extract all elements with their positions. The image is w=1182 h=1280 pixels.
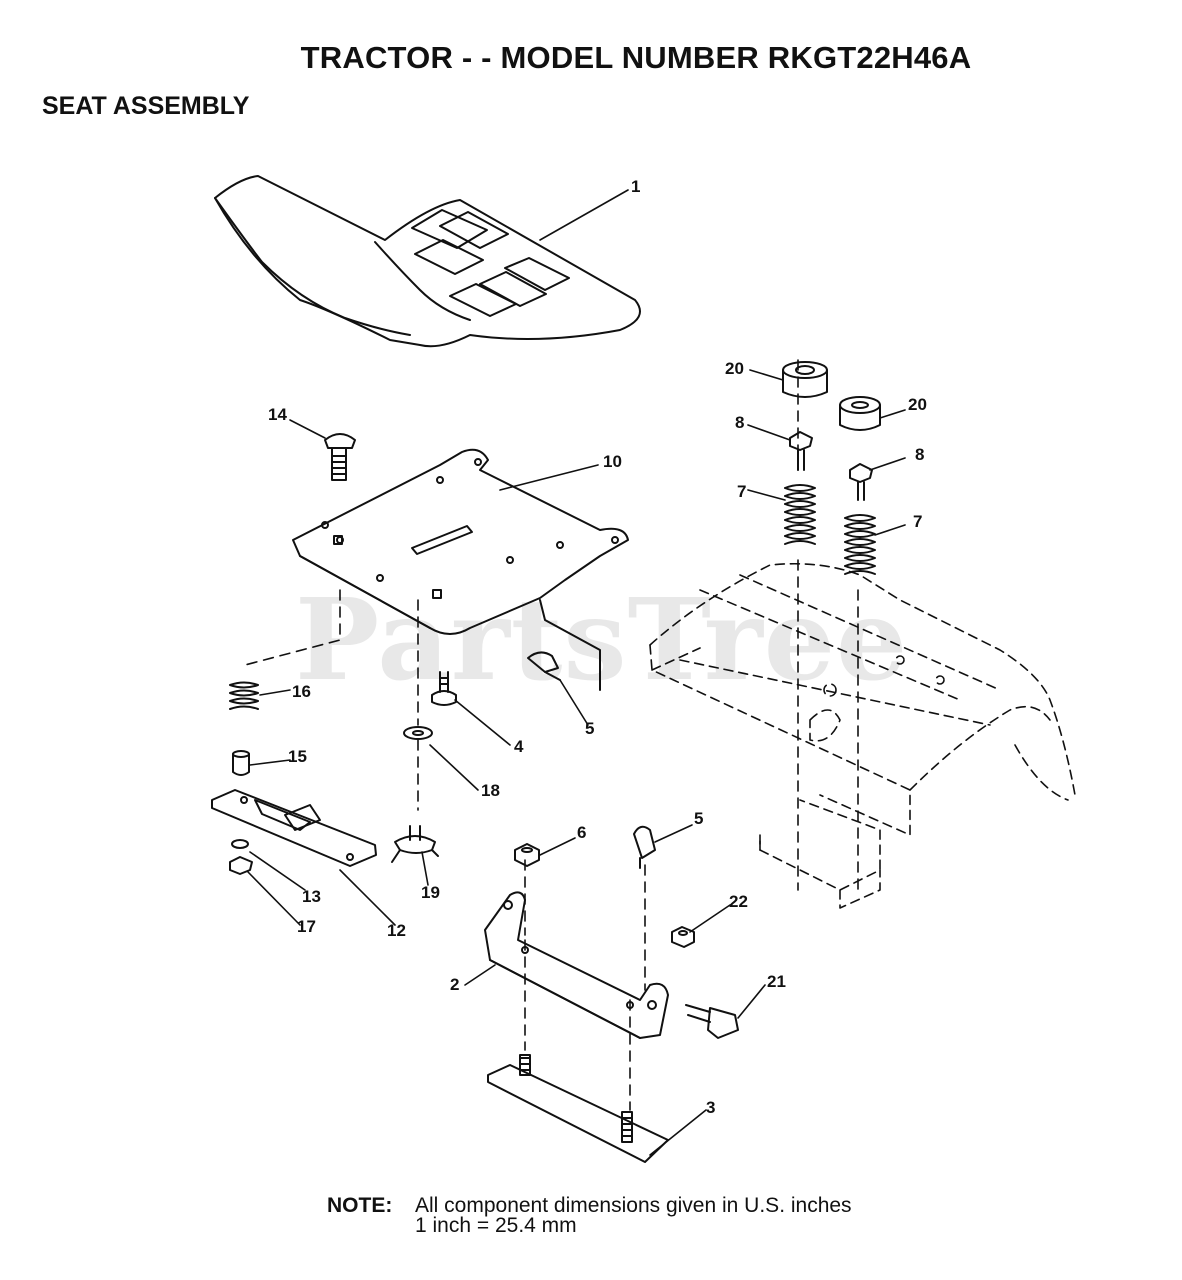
spacer-part xyxy=(782,361,881,431)
callout-20a: 20 xyxy=(725,359,744,378)
callout-22: 22 xyxy=(729,892,748,911)
callout-20b: 20 xyxy=(908,395,927,414)
knob-part xyxy=(391,825,439,863)
lock-nut-part xyxy=(514,843,540,867)
hex-bolt-part xyxy=(685,1004,739,1039)
callout-8a: 8 xyxy=(735,413,744,432)
spring-part xyxy=(784,484,876,575)
callout-1: 1 xyxy=(631,177,640,196)
slide-bracket-part xyxy=(211,789,377,867)
callout-4: 4 xyxy=(514,737,524,756)
callout-2: 2 xyxy=(450,975,459,994)
spacer-part-15 xyxy=(232,750,250,776)
callout-3: 3 xyxy=(706,1098,715,1117)
spring-part-16 xyxy=(229,681,259,710)
callout-18: 18 xyxy=(481,781,500,800)
callout-5b: 5 xyxy=(694,809,703,828)
bolt-part xyxy=(789,431,873,501)
washer-part xyxy=(403,726,433,740)
callout-17: 17 xyxy=(297,917,316,936)
callout-19: 19 xyxy=(421,883,440,902)
callout-12: 12 xyxy=(387,921,406,940)
note-line-1: All component dimensions given in U.S. i… xyxy=(415,1194,852,1217)
note-line-2: 1 inch = 25.4 mm xyxy=(415,1214,577,1237)
callout-7b: 7 xyxy=(913,512,922,531)
seat-pan-part xyxy=(292,448,629,691)
callout-14: 14 xyxy=(268,405,287,424)
section-title: SEAT ASSEMBLY xyxy=(42,92,250,120)
adjuster-bracket-part xyxy=(484,891,669,1039)
note-label: NOTE: xyxy=(327,1194,393,1217)
page-title: TRACTOR - - MODEL NUMBER RKGT22H46A xyxy=(300,40,972,75)
seat-part xyxy=(214,175,641,348)
nut-part xyxy=(229,839,253,875)
carriage-bolt-part xyxy=(324,433,356,481)
callout-6: 6 xyxy=(577,823,586,842)
callout-5a: 5 xyxy=(585,719,594,738)
callout-7a: 7 xyxy=(737,482,746,501)
callout-10: 10 xyxy=(603,452,622,471)
slide-plate-part xyxy=(487,1054,669,1163)
nut-part-22 xyxy=(671,926,695,948)
fender-part xyxy=(649,562,1076,909)
clip-part-lower xyxy=(633,825,656,869)
callout-13: 13 xyxy=(302,887,321,906)
callout-16: 16 xyxy=(292,682,311,701)
callout-21: 21 xyxy=(767,972,786,991)
callout-15: 15 xyxy=(288,747,307,766)
shoulder-bolt-part xyxy=(431,671,457,706)
callout-8b: 8 xyxy=(915,445,924,464)
clip-part xyxy=(527,651,561,681)
